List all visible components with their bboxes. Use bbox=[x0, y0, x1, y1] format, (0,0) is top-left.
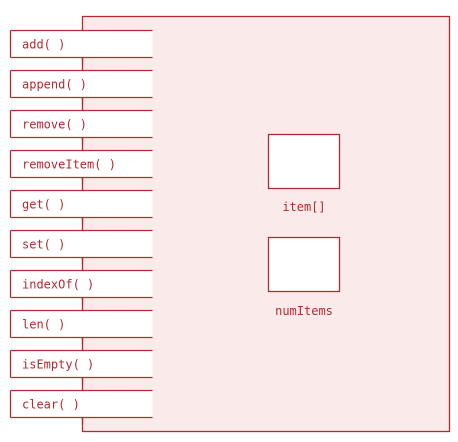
method-tab-bg bbox=[10, 270, 153, 298]
method-get: get( ) bbox=[9, 189, 153, 225]
method-add: add( ) bbox=[9, 29, 153, 65]
method-remove: remove( ) bbox=[9, 109, 153, 145]
method-label: removeItem( ) bbox=[22, 158, 116, 172]
field-numitems: numItems bbox=[267, 236, 341, 318]
method-tab-bg bbox=[10, 230, 153, 258]
method-tab-bg bbox=[10, 150, 153, 178]
method-label: isEmpty( ) bbox=[22, 358, 94, 372]
method-len: len( ) bbox=[9, 309, 153, 345]
method-label: add( ) bbox=[22, 38, 65, 52]
field-numitems-box bbox=[267, 236, 341, 293]
method-clear: clear( ) bbox=[9, 389, 153, 425]
method-set: set( ) bbox=[9, 229, 153, 265]
method-tab-bg bbox=[10, 190, 153, 218]
method-label: remove( ) bbox=[22, 118, 87, 132]
method-label: append( ) bbox=[22, 78, 87, 92]
field-item: item[] bbox=[267, 133, 341, 214]
field-item-label: item[] bbox=[282, 200, 325, 214]
method-tab-bg bbox=[10, 350, 153, 378]
field-numitems-label: numItems bbox=[275, 304, 333, 318]
method-tab-bg bbox=[10, 390, 153, 418]
method-label: set( ) bbox=[22, 238, 65, 252]
method-removeitem: removeItem( ) bbox=[9, 149, 153, 185]
method-isempty: isEmpty( ) bbox=[9, 349, 153, 385]
method-indexof: indexOf( ) bbox=[9, 269, 153, 305]
method-list: add( ) append( ) remove( ) removeItem( ) get… bbox=[9, 29, 153, 425]
method-append: append( ) bbox=[9, 69, 153, 105]
method-label: indexOf( ) bbox=[22, 278, 94, 292]
method-label: clear( ) bbox=[22, 398, 80, 412]
method-tab-bg bbox=[10, 70, 153, 98]
method-tab-bg bbox=[10, 30, 153, 58]
method-label: get( ) bbox=[22, 198, 65, 212]
field-item-box bbox=[267, 133, 341, 190]
method-tab-bg bbox=[10, 110, 153, 138]
method-label: len( ) bbox=[22, 318, 65, 332]
method-tab-bg bbox=[10, 310, 153, 338]
